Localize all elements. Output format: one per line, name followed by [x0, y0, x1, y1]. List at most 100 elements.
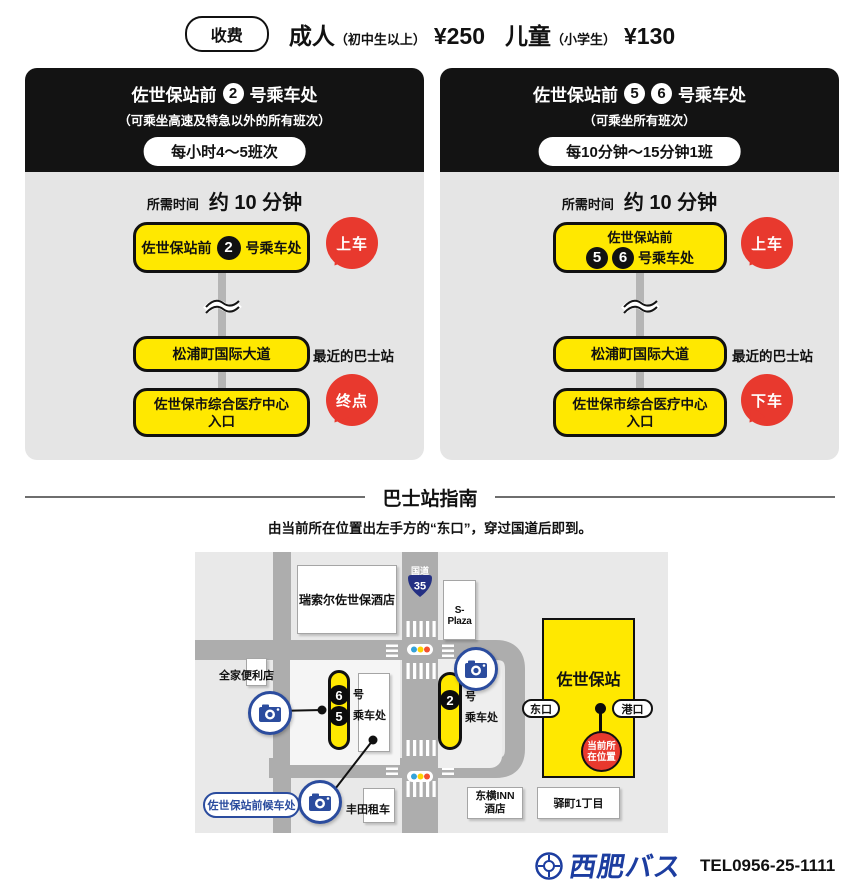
nearest-stop-box: 松浦町国际大道 — [553, 336, 727, 372]
stop-prefix: 佐世保站前 — [607, 229, 673, 245]
phone-number: TEL0956-25-1111 — [700, 856, 836, 875]
stop-56-label: 号 乘车处 — [353, 685, 386, 727]
stop-prefix: 佐世保站前 — [141, 239, 212, 256]
exit-connector-line — [599, 708, 602, 733]
stop-56-pill: 6 5 — [328, 670, 350, 750]
child-label: 儿童 — [505, 23, 551, 49]
destination-stop-box: 佐世保市综合医疗中心 入口 — [133, 388, 310, 437]
panel-stop56-title: 佐世保站前 5 6 号乘车处 — [440, 81, 839, 106]
camera-icon — [454, 647, 498, 691]
destination-line2: 入口 — [626, 413, 654, 429]
toyota-rent-label: 丰田租车 — [346, 804, 390, 816]
stop-number-badge: 5 — [329, 706, 349, 726]
nearest-stop-box: 松浦町国际大道 — [133, 336, 310, 372]
stop-suffix: 号乘车处 — [638, 249, 694, 266]
building-toyota-rent — [363, 788, 395, 823]
adult-note: （初中生以上） — [334, 32, 426, 47]
panel-stop56: 佐世保站前 5 6 号乘车处 （可乘坐所有班次） 每10分钟～15分钟1班 所需… — [440, 68, 839, 460]
panel-subtitle: （可乘坐所有班次） — [583, 114, 696, 128]
stop-number-badge: 2 — [222, 83, 244, 104]
title-suffix: 号乘车处 — [249, 86, 318, 105]
route-line — [636, 370, 644, 390]
adult-label: 成人 — [288, 23, 335, 49]
divider-line — [495, 496, 835, 498]
stop-2-pill: 2 — [438, 672, 462, 750]
traffic-light-icon — [407, 771, 433, 782]
current-location-marker: 当前所 在位置 — [581, 731, 622, 772]
company-logo-text: 西肥バス — [566, 852, 685, 882]
frequency-pill: 每小时4～5班次 — [143, 137, 306, 166]
waiting-area-label: 佐世保站前候车处 — [203, 792, 300, 818]
panel-subtitle: （可乘坐高速及特急以外的所有班次） — [118, 114, 331, 128]
destination-line2: 入口 — [208, 413, 235, 429]
stop-2-label: 号 乘车处 — [465, 687, 498, 729]
building-toyoko-inn: 东横INN 酒店 — [467, 787, 523, 819]
traffic-light-icon — [407, 644, 433, 655]
destination-line1: 佐世保市综合医疗中心 — [572, 396, 708, 412]
child-price: ¥130 — [624, 23, 676, 49]
child-fare: 儿童 （小学生） ¥130 — [505, 17, 675, 51]
family-mart-label: 全家便利店 — [219, 670, 274, 682]
time-label: 所需时间 — [146, 197, 199, 212]
board-bubble: 上车 — [326, 217, 378, 269]
route-break-icon — [203, 299, 242, 314]
route-35-sign-icon: 35 — [408, 575, 432, 597]
fare-badge: 收费 — [184, 16, 269, 52]
child-note: （小学生） — [551, 32, 617, 47]
title-prefix: 佐世保站前 — [533, 86, 618, 105]
divider-line — [25, 496, 365, 498]
title-prefix: 佐世保站前 — [131, 86, 217, 105]
end-bubble: 终点 — [326, 374, 378, 426]
title-suffix: 号乘车处 — [678, 86, 746, 105]
toyoko-line1: 东横INN — [475, 790, 515, 802]
access-map: 国道 35 瑞索尔佐世保酒店 S-Plaza 全家便利店 丰田租车 东横INN … — [195, 552, 668, 833]
stop-unit: 号 — [353, 689, 364, 701]
building-splaza: S-Plaza — [443, 580, 476, 640]
route-line — [217, 370, 226, 390]
stop-line2: 5 6 号乘车处 — [586, 246, 694, 269]
panel-stop56-header: 佐世保站前 5 6 号乘车处 （可乘坐所有班次） 每10分钟～15分钟1班 — [440, 68, 839, 172]
stop-number-badge: 6 — [612, 246, 634, 269]
panel-stop2-header: 佐世保站前 2 号乘车处 （可乘坐高速及特急以外的所有班次） 每小时4～5班次 — [25, 68, 424, 172]
building-family-mart — [246, 658, 267, 686]
nearest-note: 最近的巴士站 — [732, 349, 813, 364]
current-location-line2: 在位置 — [587, 751, 616, 763]
building-hotel: 瑞索尔佐世保酒店 — [297, 565, 397, 634]
guide-description: 由当前所在位置出左手方的“东口”，穿过国道后即到。 — [268, 521, 592, 536]
frequency-pill: 每10分钟～15分钟1班 — [538, 137, 741, 166]
end-bubble: 下车 — [741, 374, 793, 426]
stop-word: 乘车处 — [465, 712, 498, 724]
stop-number-badge: 5 — [586, 246, 608, 269]
destination-line1: 佐世保市综合医疗中心 — [154, 396, 289, 412]
time-value: 约 10 分钟 — [208, 192, 303, 214]
panel-stop2: 佐世保站前 2 号乘车处 （可乘坐高速及特急以外的所有班次） 每小时4～5班次 … — [25, 68, 424, 460]
building-ekimachi: 驿町1丁目 — [537, 787, 620, 819]
boarding-stop-box: 佐世保站前 2 号乘车处 — [133, 222, 310, 273]
boarding-stop-box: 佐世保站前 5 6 号乘车处 — [553, 222, 727, 273]
stop-word: 乘车处 — [353, 710, 386, 722]
guide-heading: 巴士站指南 — [382, 489, 478, 510]
toyoko-line2: 酒店 — [484, 803, 506, 815]
stop-number-badge: 2 — [440, 690, 460, 710]
port-exit-pill: 港口 — [612, 699, 653, 718]
route-break-icon — [621, 299, 660, 314]
stop-number-badge: 6 — [651, 83, 672, 104]
camera-icon — [248, 691, 292, 735]
adult-price: ¥250 — [433, 23, 485, 49]
destination-stop-box: 佐世保市综合医疗中心 入口 — [553, 388, 727, 437]
seihi-bus-logo-icon — [535, 852, 563, 880]
panel-stop2-title: 佐世保站前 2 号乘车处 — [25, 81, 424, 106]
time-value: 约 10 分钟 — [623, 192, 718, 214]
stop-number-badge: 2 — [216, 235, 241, 260]
camera-icon — [298, 780, 342, 824]
time-row: 所需时间 约 10 分钟 — [440, 186, 839, 215]
stop-number-badge: 6 — [329, 685, 349, 705]
roads-layer — [195, 552, 525, 833]
time-label: 所需时间 — [561, 197, 614, 212]
stop-unit: 号 — [465, 691, 476, 703]
time-row: 所需时间 约 10 分钟 — [25, 186, 424, 215]
svg-text:35: 35 — [414, 581, 426, 593]
route-sign-label: 国道 — [410, 566, 429, 576]
adult-fare: 成人 （初中生以上） ¥250 — [289, 17, 485, 51]
current-location-line1: 当前所 — [587, 740, 616, 752]
